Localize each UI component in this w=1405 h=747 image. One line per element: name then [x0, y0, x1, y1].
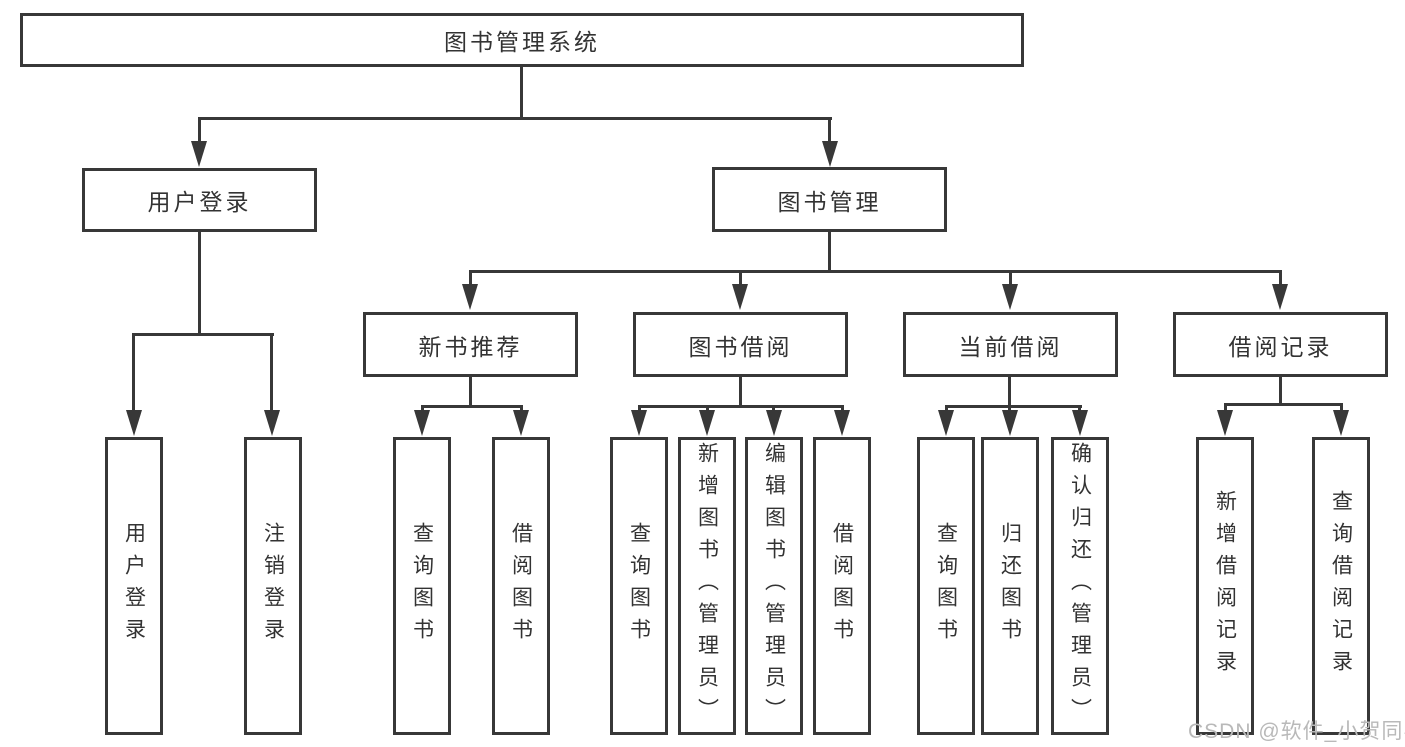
connector-l3-drop: [1279, 270, 1282, 286]
arrow-down-icon: [766, 410, 782, 436]
leaf-logout: 注销登录: [244, 437, 302, 735]
leaf-add-book-admin: 新增图书（管理员）: [678, 437, 736, 735]
arrow-down-icon: [264, 410, 280, 436]
node-borrow-records: 借阅记录: [1173, 312, 1388, 377]
csdn-watermark: CSDN @软件_小贺同学: [1188, 720, 1405, 743]
connector-leaf-drop: [1078, 405, 1081, 413]
node-user-login: 用户登录: [82, 168, 317, 232]
connector-newbook-stem: [469, 377, 472, 407]
connector-current-rail: [945, 405, 1082, 408]
arrow-down-icon: [462, 284, 478, 310]
leaf-query-books-current: 查询图书: [917, 437, 975, 735]
arrow-down-icon: [126, 410, 142, 436]
connector-l3-drop: [739, 270, 742, 286]
connector-login-drop: [132, 333, 135, 411]
connector-leaf-drop: [841, 405, 844, 413]
connector-newbook-rail: [421, 405, 523, 408]
arrow-down-icon: [732, 284, 748, 310]
connector-login-rail: [132, 333, 274, 336]
node-new-book-recommend: 新书推荐: [363, 312, 578, 377]
connector-borrow-rail: [638, 405, 844, 408]
connector-login-stem: [198, 232, 201, 335]
connector-leaf-drop: [1340, 403, 1343, 413]
connector-l3-drop: [469, 270, 472, 286]
leaf-confirm-return-admin: 确认归还（管理员）: [1051, 437, 1109, 735]
leaf-user-login: 用户登录: [105, 437, 163, 735]
arrow-down-icon: [1072, 410, 1088, 436]
arrow-down-icon: [1002, 284, 1018, 310]
arrow-down-icon: [822, 141, 838, 167]
connector-bookmgmt-rail: [469, 270, 1282, 273]
leaf-edit-book-admin: 编辑图书（管理员）: [745, 437, 803, 735]
connector-leaf-drop: [772, 405, 775, 413]
node-current-borrow: 当前借阅: [903, 312, 1118, 377]
connector-leaf-drop: [638, 405, 641, 413]
connector-records-stem: [1279, 377, 1282, 405]
arrow-down-icon: [1272, 284, 1288, 310]
node-book-borrow: 图书借阅: [633, 312, 848, 377]
leaf-query-books-borrow: 查询图书: [610, 437, 668, 735]
leaf-return-book: 归还图书: [981, 437, 1039, 735]
connector-leaf-drop: [421, 405, 424, 413]
connector-borrow-stem: [739, 377, 742, 407]
connector-bookmgmt-stem: [828, 232, 831, 272]
arrow-down-icon: [938, 410, 954, 436]
node-root-system: 图书管理系统: [20, 13, 1024, 67]
connector-leaf-drop: [945, 405, 948, 413]
connector-book-mgmt-drop: [828, 117, 831, 145]
connector-leaf-drop: [1224, 403, 1227, 413]
connector-root-rail: [198, 117, 832, 120]
arrow-down-icon: [414, 410, 430, 436]
arrow-down-icon: [699, 410, 715, 436]
arrow-down-icon: [513, 410, 529, 436]
connector-current-stem: [1008, 377, 1011, 407]
arrow-down-icon: [834, 410, 850, 436]
leaf-add-borrow-record: 新增借阅记录: [1196, 437, 1254, 735]
node-book-management: 图书管理: [712, 167, 947, 232]
leaf-query-borrow-record: 查询借阅记录: [1312, 437, 1370, 735]
connector-leaf-drop: [706, 405, 709, 413]
arrow-down-icon: [1333, 410, 1349, 436]
connector-leaf-drop: [520, 405, 523, 413]
leaf-borrow-books-recommend: 借阅图书: [492, 437, 550, 735]
arrow-down-icon: [1002, 410, 1018, 436]
connector-user-login-drop: [198, 117, 201, 145]
arrow-down-icon: [631, 410, 647, 436]
arrow-down-icon: [191, 141, 207, 167]
arrow-down-icon: [1217, 410, 1233, 436]
connector-root-stem: [520, 67, 523, 119]
connector-logout-drop: [270, 333, 273, 411]
connector-records-rail: [1224, 403, 1343, 406]
leaf-query-books-recommend: 查询图书: [393, 437, 451, 735]
connector-leaf-drop: [1008, 405, 1011, 413]
connector-l3-drop: [1009, 270, 1012, 286]
leaf-borrow-books: 借阅图书: [813, 437, 871, 735]
